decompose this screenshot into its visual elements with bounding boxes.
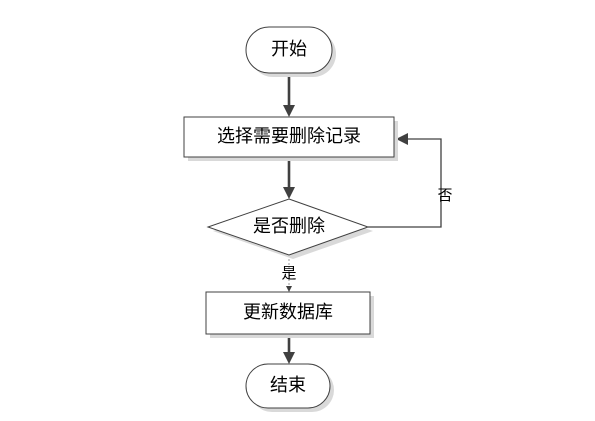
edge-update-to-end [283,335,295,364]
node-select-record: 选择需要删除记录 [183,116,398,161]
edge-decide-to-select-loop [368,133,442,228]
node-select-record-label: 选择需要删除记录 [217,126,361,147]
node-decision-label: 是否删除 [253,216,325,237]
node-decision: 是否删除 [206,198,373,259]
edge-start-to-select [283,75,295,117]
node-start: 开始 [245,26,336,77]
edge-label-no: 否 [437,186,452,204]
node-start-label: 开始 [271,39,307,60]
node-end-label: 结束 [270,375,306,396]
edge-label-yes: 是 [281,264,296,282]
node-update-database-label: 更新数据库 [243,302,333,323]
node-update-database: 更新数据库 [205,291,374,338]
edge-select-to-decide [283,159,295,199]
node-end: 结束 [245,363,334,412]
edge-decide-to-update [286,255,292,292]
